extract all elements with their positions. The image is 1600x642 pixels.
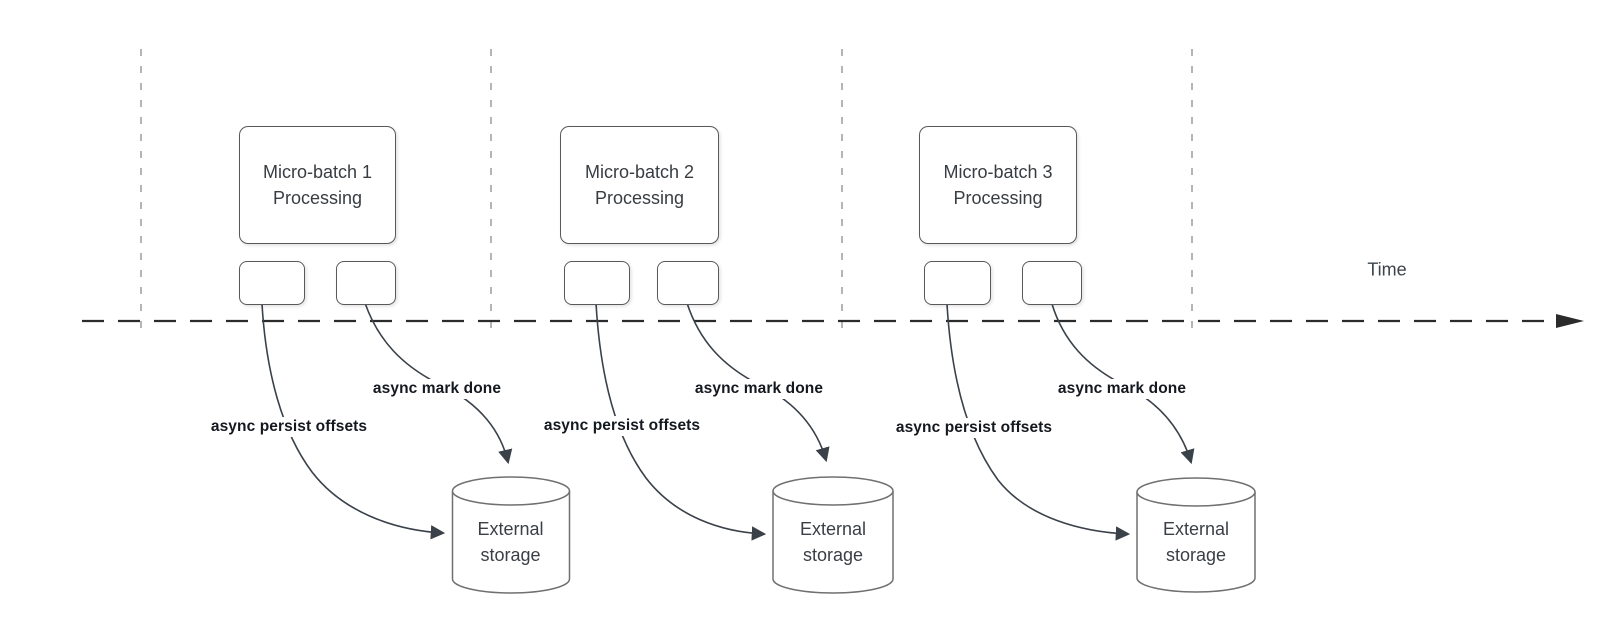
persist-task-box-1 bbox=[239, 261, 305, 305]
mark-task-box-1 bbox=[336, 261, 396, 305]
persist-offsets-arrow-2 bbox=[595, 302, 767, 541]
external-storage-cylinder-2 bbox=[772, 476, 894, 594]
persist-task-box-3 bbox=[924, 261, 991, 305]
external-storage-label-1: External storage bbox=[477, 519, 544, 565]
persist-offsets-label-1: async persist offsets bbox=[207, 417, 371, 437]
timeline-arrowhead-icon bbox=[1556, 314, 1584, 328]
persist-offsets-arrow-1 bbox=[261, 303, 446, 540]
mark-done-label-3: async mark done bbox=[1054, 379, 1190, 399]
persist-offsets-label-3: async persist offsets bbox=[892, 418, 1056, 438]
mark-done-label-2: async mark done bbox=[691, 379, 827, 399]
micro-batch-1-label-line2: Processing bbox=[272, 188, 363, 208]
external-storage-cylinder-3 bbox=[1136, 477, 1256, 593]
persist-offsets-arrow-3 bbox=[946, 303, 1131, 541]
micro-batch-2-label-line1: Micro-batch 2 bbox=[584, 162, 695, 182]
external-storage-cylinder-1 bbox=[451, 476, 571, 594]
persist-task-box-2 bbox=[564, 261, 630, 305]
external-storage-label-3: External storage bbox=[1162, 519, 1230, 565]
external-storage-label-2: External storage bbox=[799, 519, 867, 565]
micro-batch-3-label-line1: Micro-batch 3 bbox=[943, 162, 1053, 182]
mark-task-box-3 bbox=[1022, 261, 1082, 305]
mark-task-box-2 bbox=[657, 261, 719, 305]
micro-batch-2-label-line2: Processing bbox=[594, 188, 685, 208]
time-axis-label: Time bbox=[1367, 259, 1407, 280]
micro-batch-1-label-line1: Micro-batch 1 bbox=[262, 162, 373, 182]
micro-batch-1-box: Micro-batch 1 Processing bbox=[239, 126, 396, 244]
mark-done-label-1: async mark done bbox=[369, 379, 505, 399]
micro-batch-3-box: Micro-batch 3 Processing bbox=[919, 126, 1077, 244]
persist-offsets-label-2: async persist offsets bbox=[540, 416, 704, 436]
micro-batch-2-box: Micro-batch 2 Processing bbox=[560, 126, 719, 244]
micro-batch-3-label-line2: Processing bbox=[953, 188, 1043, 208]
